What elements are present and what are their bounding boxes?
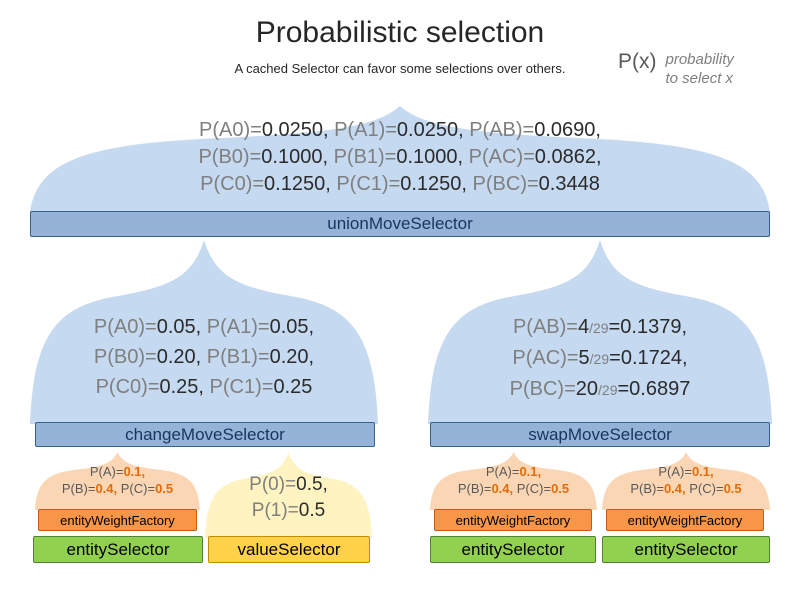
entity-weight-factory-left-bar: entityWeightFactory [38,509,197,531]
entity-weight-factory-right2-bar: entityWeightFactory [606,509,764,531]
entity-weight-right1-prob-line-1: P(A)=0.1, [485,464,542,479]
change-move-selector-label: changeMoveSelector [125,424,285,444]
entity-selector-right2-bar: entitySelector [602,536,770,563]
swap-move-selector-bar: swapMoveSelector [430,422,770,447]
legend-description: probability to select x [666,50,734,88]
entity-selector-right1-bar: entitySelector [430,536,596,563]
entity-weight-right2-probabilities: P(A)=0.1, P(B)=0.4, P(C)=0.5 [602,463,770,497]
change-move-selector-bar: changeMoveSelector [35,422,375,447]
entity-selector-right1-label: entitySelector [461,539,565,559]
page-subtitle: A cached Selector can favor some selecti… [234,61,566,76]
union-move-selector-label: unionMoveSelector [327,214,473,233]
entity-weight-right1-dome-arrow [430,452,597,510]
value-prob-line-2: P(1)=0.5 [251,500,326,521]
swap-move-selector-label: swapMoveSelector [528,424,672,444]
swap-probabilities: P(AB)=4/29=0.1379, P(AC)=5/29=0.1724, P(… [428,312,772,405]
change-prob-line-1: P(A0)=0.05, P(A1)=0.05, [93,316,315,338]
entity-weight-right2-prob-line-1: P(A)=0.1, [658,464,714,479]
union-prob-line-3: P(C0)=0.1250, P(C1)=0.1250, P(BC)=0.3448 [200,173,600,195]
swap-dome-arrow [428,240,772,424]
swap-prob-line-2: P(AC)=5/29=0.1724, [512,347,688,369]
entity-weight-left-dome-arrow [35,452,200,510]
entity-weight-factory-left-label: entityWeightFactory [60,512,175,528]
entity-weight-factory-right2-label: entityWeightFactory [627,512,743,528]
entity-weight-left-prob-line-2: P(B)=0.4, P(C)=0.5 [61,481,174,496]
union-probabilities: P(A0)=0.0250, P(A1)=0.0250, P(AB)=0.0690… [30,117,770,198]
union-dome-arrow [30,106,770,212]
entity-selector-left-label: entitySelector [66,539,170,559]
legend-symbol: P(x) [618,50,657,73]
union-move-selector-bar: unionMoveSelector [30,211,770,237]
entity-weight-right1-prob-line-2: P(B)=0.4, P(C)=0.5 [457,481,570,496]
entity-weight-right1-probabilities: P(A)=0.1, P(B)=0.4, P(C)=0.5 [430,463,597,497]
entity-weight-factory-right1-bar: entityWeightFactory [434,509,592,531]
legend-desc-line-2: to select x [665,70,734,87]
value-prob-line-1: P(0)=0.5, [249,474,328,495]
swap-prob-line-3: P(BC)=20/29=0.6897 [509,378,691,400]
page-title: Probabilistic selection [255,16,545,49]
union-prob-line-1: P(A0)=0.0250, P(A1)=0.0250, P(AB)=0.0690… [199,119,601,141]
value-selector-dome-arrow [205,452,372,538]
probability-legend: P(x) probability to select x [618,50,734,88]
entity-weight-right2-prob-line-2: P(B)=0.4, P(C)=0.5 [630,481,742,496]
swap-prob-line-1: P(AB)=4/29=0.1379, [512,316,688,338]
entity-weight-right2-dome-arrow [602,452,770,510]
change-dome-arrow [30,240,378,424]
change-probabilities: P(A0)=0.05, P(A1)=0.05, P(B0)=0.20, P(B1… [30,312,378,402]
entity-selector-right2-label: entitySelector [634,539,738,559]
legend-desc-line-1: probability [665,51,734,68]
entity-weight-left-probabilities: P(A)=0.1, P(B)=0.4, P(C)=0.5 [35,463,200,497]
entity-selector-left-bar: entitySelector [33,536,203,563]
union-prob-line-2: P(B0)=0.1000, P(B1)=0.1000, P(AC)=0.0862… [198,146,602,168]
value-selector-probabilities: P(0)=0.5, P(1)=0.5 [205,472,372,524]
entity-weight-factory-right1-label: entityWeightFactory [455,512,571,528]
value-selector-label: valueSelector [237,539,341,559]
change-prob-line-3: P(C0)=0.25, P(C1)=0.25 [95,376,313,398]
entity-weight-left-prob-line-1: P(A)=0.1, [89,464,146,479]
change-prob-line-2: P(B0)=0.20, P(B1)=0.20, [93,346,315,368]
value-selector-bar: valueSelector [208,536,370,563]
